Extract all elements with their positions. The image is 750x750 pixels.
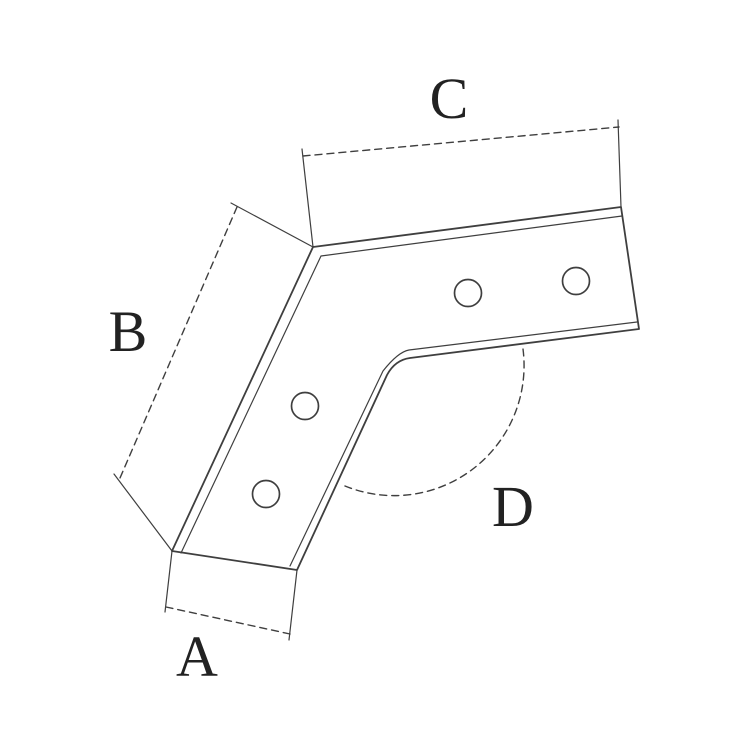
dim-label-d: D <box>492 474 534 539</box>
ext-line-b-bottom <box>113 473 173 552</box>
dimension-labels: C B A D <box>109 66 534 689</box>
bracket-linework <box>113 119 640 641</box>
ext-line-c-right <box>617 119 622 208</box>
bracket-edge-line-outer <box>180 215 623 554</box>
dim-line-c <box>302 126 620 157</box>
bolt-hole <box>561 266 591 296</box>
dim-line-b <box>119 206 238 479</box>
dim-label-a: A <box>176 624 218 689</box>
bolt-hole <box>251 479 281 509</box>
ext-line-c-left <box>301 148 314 248</box>
dim-line-a <box>165 606 291 635</box>
ext-line-b-top <box>230 202 314 248</box>
dim-label-b: B <box>109 299 148 364</box>
dim-arc-d <box>344 348 525 497</box>
bracket-edge-line-inner <box>289 321 638 567</box>
bolt-hole <box>290 391 320 421</box>
ext-line-a-right <box>288 569 298 641</box>
ext-line-a-left <box>164 550 173 613</box>
dim-label-c: C <box>430 66 469 131</box>
bolt-hole <box>453 278 483 308</box>
bracket-outline <box>171 206 640 571</box>
